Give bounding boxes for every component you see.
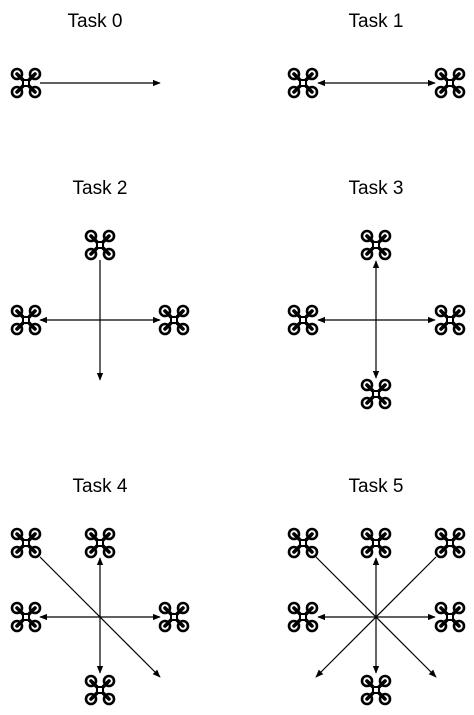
drone-icon xyxy=(84,674,116,706)
drone-icon xyxy=(84,527,116,559)
drone-icon xyxy=(434,527,466,559)
task-2-title: Task 2 xyxy=(73,178,128,199)
task-0-title: Task 0 xyxy=(68,11,123,32)
drone-icon xyxy=(360,378,392,410)
drone-icon xyxy=(287,67,319,99)
task-4-title: Task 4 xyxy=(73,476,128,497)
drone-icon xyxy=(287,527,319,559)
task-2-panel: Task 2 xyxy=(10,178,190,381)
task-5-panel: Task 5 xyxy=(287,476,466,706)
task-3-panel: Task 3 xyxy=(287,178,466,410)
task-0-panel: Task 0 xyxy=(10,11,161,99)
drone-icon xyxy=(360,229,392,261)
drone-icon xyxy=(360,527,392,559)
task-3-title: Task 3 xyxy=(349,178,404,199)
drone-icon xyxy=(434,601,466,633)
task-5-title: Task 5 xyxy=(349,476,404,497)
drone-icon xyxy=(158,601,190,633)
drone-icon xyxy=(434,304,466,336)
task-1-panel: Task 1 xyxy=(287,11,466,99)
drone-icon xyxy=(10,67,42,99)
drone-icon xyxy=(287,304,319,336)
task-4-panel: Task 4 xyxy=(10,476,190,706)
drone-icon xyxy=(10,304,42,336)
drone-icon xyxy=(10,527,42,559)
drone-icon xyxy=(158,304,190,336)
drone-icon xyxy=(434,67,466,99)
drone-icon xyxy=(360,674,392,706)
drone-icon xyxy=(10,601,42,633)
drone-icon xyxy=(84,229,116,261)
task-1-title: Task 1 xyxy=(349,11,404,32)
drone-icon xyxy=(287,601,319,633)
